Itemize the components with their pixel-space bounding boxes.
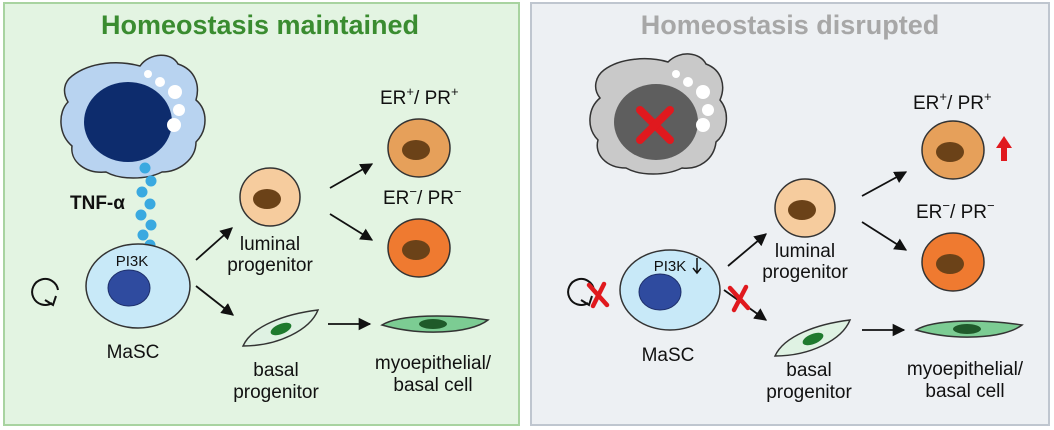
masc-cell [85, 243, 191, 329]
down-arrow-icon [692, 258, 702, 275]
tnf-alpha-label: TNF-α [70, 193, 125, 214]
myoepithelial-label-2: basal cell [393, 375, 472, 396]
red-x-icon [636, 106, 674, 144]
right-panel: Homeostasis disrupted PI3K MaSC [530, 2, 1050, 426]
circular-arrow-icon [31, 278, 59, 307]
basal-progenitor-cell-right [773, 319, 852, 357]
luminal-progenitor-label-2: progenitor [227, 255, 313, 276]
basal-progenitor-label-2: progenitor [233, 382, 319, 403]
myoepithelial-label-1: myoepithelial/ [375, 353, 492, 374]
myoepithelial-label-right-2: basal cell [925, 381, 1004, 402]
myoepithelial-label-right-1: myoepithelial/ [907, 359, 1024, 380]
left-panel-title: Homeostasis maintained [101, 10, 419, 40]
pi3k-label: PI3K [116, 253, 149, 270]
luminal-progenitor-label-right-2: progenitor [762, 262, 848, 283]
masc-nucleus [107, 269, 151, 307]
immune-cell-nucleus [84, 82, 172, 162]
inactive-immune-cell [589, 53, 728, 175]
myoepithelial-cell-right [914, 320, 1024, 338]
er-pos-label-right: ER+/ PR+ [913, 89, 992, 114]
luminal-progenitor-cell [239, 167, 301, 227]
er-neg-label-right: ER−/ PR− [916, 198, 995, 223]
er-pos-cell-right [921, 120, 985, 180]
circular-arrow-icon-right [567, 278, 595, 307]
basal-progenitor-label-1: basal [253, 360, 298, 381]
er-neg-label: ER−/ PR− [383, 184, 462, 209]
red-x-icon-self-renewal [586, 281, 610, 309]
immune-cell [60, 54, 206, 179]
pi3k-label-right: PI3K [654, 258, 687, 275]
masc-label-right: MaSC [642, 345, 695, 366]
er-pos-label: ER+/ PR+ [380, 84, 459, 109]
luminal-progenitor-cell-right [774, 178, 836, 238]
right-panel-title: Homeostasis disrupted [641, 10, 940, 40]
er-neg-cell [387, 218, 451, 278]
masc-label: MaSC [107, 342, 160, 363]
er-neg-cell-right [921, 232, 985, 292]
left-panel: Homeostasis maintained TNF-α [3, 2, 520, 426]
myoepithelial-cell [380, 315, 490, 333]
luminal-progenitor-label-1: luminal [240, 234, 300, 255]
left-arrows [195, 163, 374, 331]
basal-progenitor-label-right-1: basal [786, 360, 831, 381]
basal-progenitor-label-right-2: progenitor [766, 382, 852, 403]
up-arrow-icon [996, 136, 1012, 161]
red-x-icon-basal [727, 284, 751, 313]
basal-progenitor-cell [241, 309, 320, 347]
er-pos-cell [387, 118, 451, 178]
luminal-progenitor-label-right-1: luminal [775, 241, 835, 262]
